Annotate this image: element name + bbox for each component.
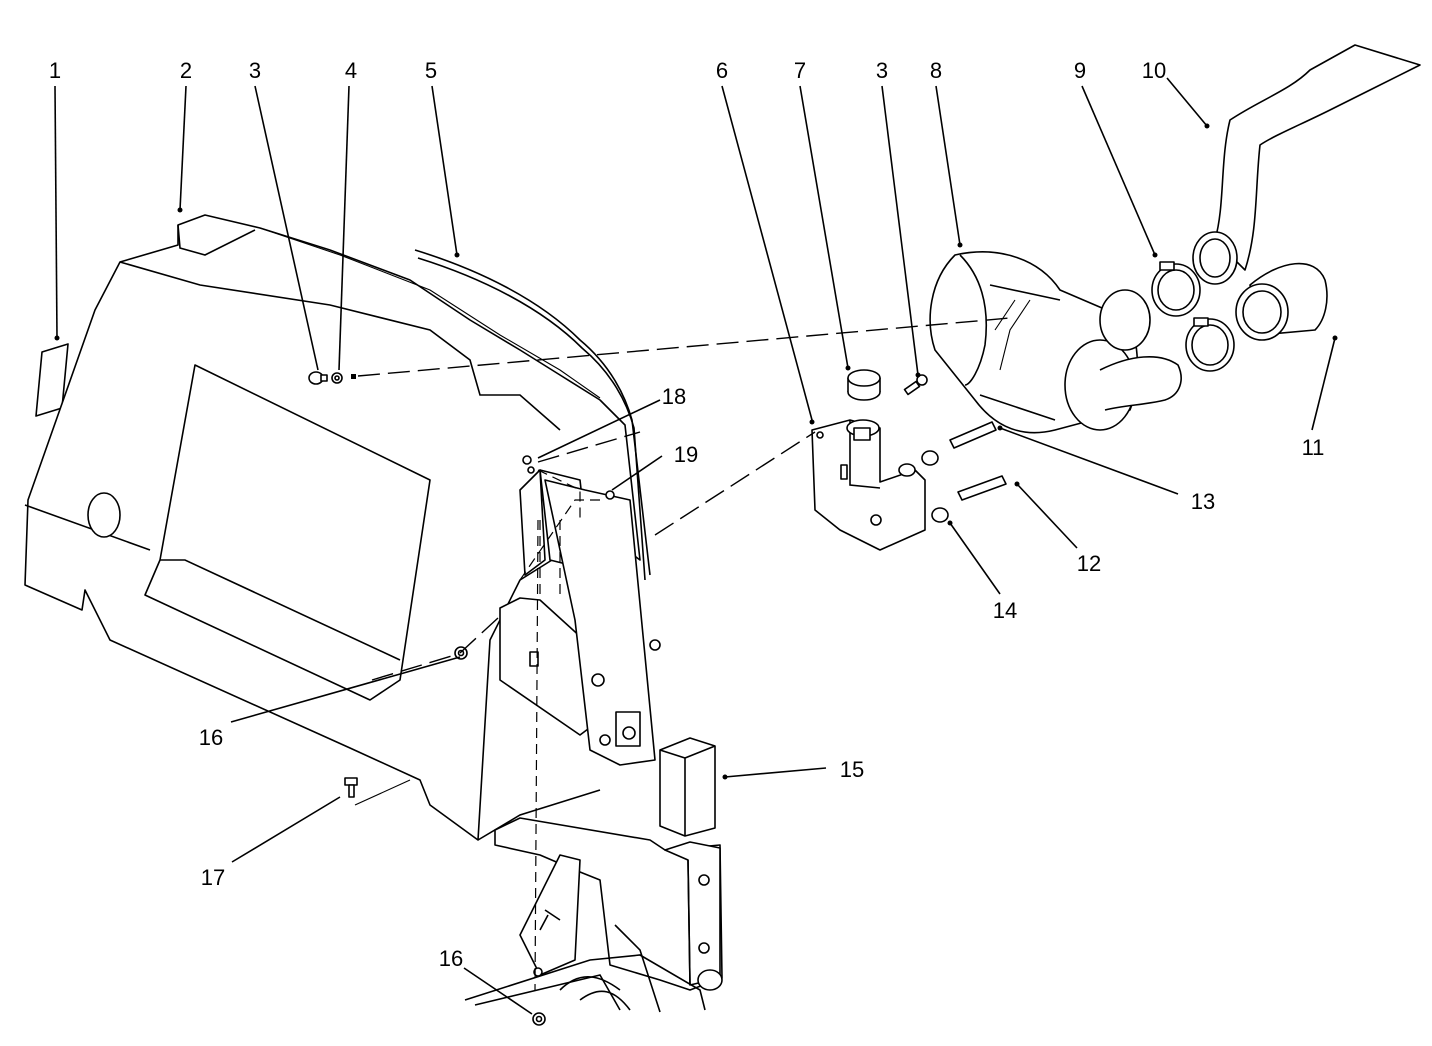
callout-1: 1 — [49, 58, 61, 83]
part-14-clamps — [921, 450, 949, 523]
part-16-nut-lower — [532, 1012, 546, 1026]
callout-11: 11 — [1302, 435, 1325, 460]
part-8-air-cleaner — [929, 251, 1182, 434]
callout-2: 2 — [180, 58, 192, 83]
part-17-screw — [344, 777, 411, 806]
part-10-upper-hose — [1192, 44, 1421, 285]
callout-7: 7 — [794, 58, 806, 83]
part-9-clamps — [1151, 261, 1235, 372]
callout-3-right: 3 — [876, 58, 888, 83]
callout-16-upper: 16 — [199, 725, 223, 750]
part-13-tube — [949, 421, 997, 449]
part-11-lower-hose — [1235, 262, 1328, 341]
part-2-hood — [24, 214, 641, 841]
alignment-lines — [357, 317, 1011, 991]
callout-12: 12 — [1077, 551, 1101, 576]
callout-5: 5 — [425, 58, 437, 83]
part-6-tank — [811, 419, 926, 551]
callout-15: 15 — [840, 757, 864, 782]
mounting-brackets — [499, 455, 661, 766]
callout-17: 17 — [201, 865, 225, 890]
part-3-screw-tank — [903, 374, 928, 396]
part-12-tube — [957, 475, 1007, 501]
callout-18: 18 — [662, 384, 686, 409]
callout-10: 10 — [1142, 58, 1166, 83]
frame — [464, 817, 723, 1013]
callout-14: 14 — [993, 598, 1017, 623]
part-7-cap — [847, 369, 881, 401]
callout-3-left: 3 — [249, 58, 261, 83]
callout-labels: 1 2 3 4 5 6 7 3 8 9 10 11 12 13 14 15 16… — [49, 58, 1325, 971]
part-4-washer — [331, 372, 356, 384]
callout-19: 19 — [674, 442, 698, 467]
leader-dots — [54, 123, 1338, 780]
callout-8: 8 — [930, 58, 942, 83]
callout-6: 6 — [716, 58, 728, 83]
leader-lines — [54, 77, 1336, 1015]
callout-13: 13 — [1191, 489, 1215, 514]
part-5-seal — [414, 249, 651, 581]
callout-4: 4 — [345, 58, 357, 83]
callout-16-lower: 16 — [439, 946, 463, 971]
callout-9: 9 — [1074, 58, 1086, 83]
part-3-screw-hood — [308, 371, 328, 385]
part-15-block — [659, 737, 716, 837]
